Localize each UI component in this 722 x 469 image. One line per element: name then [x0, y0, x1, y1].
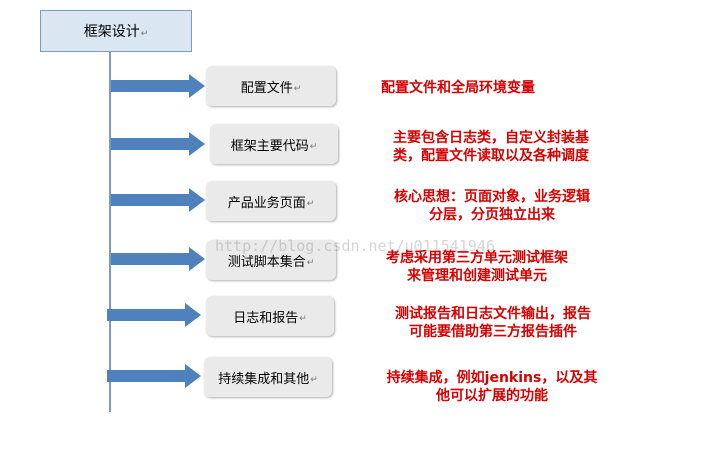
return-mark-icon: ↵ — [309, 142, 318, 152]
spine-connector — [109, 52, 111, 412]
node-label: 测试脚本集合 — [227, 254, 306, 270]
node-ci-others: 持续集成和其他↵ — [204, 357, 332, 397]
node-config-files: 配置文件↵ — [206, 66, 336, 106]
arrow-icon — [111, 74, 205, 98]
description-line-1: 核心思想：页面对象，业务逻辑 — [394, 189, 590, 205]
return-mark-icon: ↵ — [306, 258, 315, 268]
root-label: 框架设计 — [83, 24, 140, 40]
return-mark-icon: ↵ — [293, 84, 302, 94]
return-mark-icon: ↵ — [140, 29, 149, 39]
arrow-icon — [111, 247, 205, 271]
description-line-1: 考虑采用第三方单元测试框架 — [386, 250, 568, 266]
node-logs-reports: 日志和报告↵ — [206, 296, 334, 336]
return-mark-icon: ↵ — [306, 199, 315, 209]
node-label: 框架主要代码 — [230, 138, 309, 154]
description-line-1: 测试报告和日志文件输出，报告 — [395, 306, 591, 322]
description-logs-reports: 测试报告和日志文件输出，报告 可能要借助第三方报告插件 — [370, 305, 616, 341]
description-business-pages: 核心思想：页面对象，业务逻辑 分层，分页独立出来 — [372, 188, 612, 224]
node-label: 产品业务页面 — [227, 195, 306, 211]
description-line-2: 可能要借助第三方报告插件 — [409, 324, 577, 340]
description-line-2: 他可以扩展的功能 — [436, 388, 548, 404]
description-line-1: 主要包含日志类，自定义封装基 — [393, 130, 589, 146]
description-line-2: 类，配置文件读取以及各种调度 — [393, 148, 589, 164]
description-line-2: 来管理和创建测试单元 — [407, 268, 547, 284]
node-label: 日志和报告 — [233, 310, 299, 326]
node-core-code: 框架主要代码↵ — [210, 124, 338, 164]
root-node: 框架设计↵ — [40, 10, 192, 52]
return-mark-icon: ↵ — [310, 375, 318, 385]
node-label: 配置文件 — [240, 80, 293, 96]
node-label: 持续集成和其他 — [218, 371, 310, 387]
arrow-icon — [107, 303, 201, 327]
arrow-icon — [111, 188, 205, 212]
description-line-1: 配置文件和全局环境变量 — [381, 80, 535, 96]
description-ci-others: 持续集成，例如jenkins，以及其 他可以扩展的功能 — [372, 369, 612, 405]
description-line-2: 分层，分页独立出来 — [429, 207, 555, 223]
node-business-pages: 产品业务页面↵ — [206, 181, 336, 221]
description-test-scripts: 考虑采用第三方单元测试框架 来管理和创建测试单元 — [364, 249, 590, 285]
description-line-1: 持续集成，例如jenkins，以及其 — [386, 370, 598, 386]
arrow-icon — [111, 132, 205, 156]
description-core-code: 主要包含日志类，自定义封装基 类，配置文件读取以及各种调度 — [364, 129, 618, 165]
arrow-icon — [107, 364, 201, 388]
return-mark-icon: ↵ — [299, 314, 307, 324]
description-config-files: 配置文件和全局环境变量 — [360, 79, 556, 97]
node-test-scripts: 测试脚本集合↵ — [206, 240, 336, 280]
